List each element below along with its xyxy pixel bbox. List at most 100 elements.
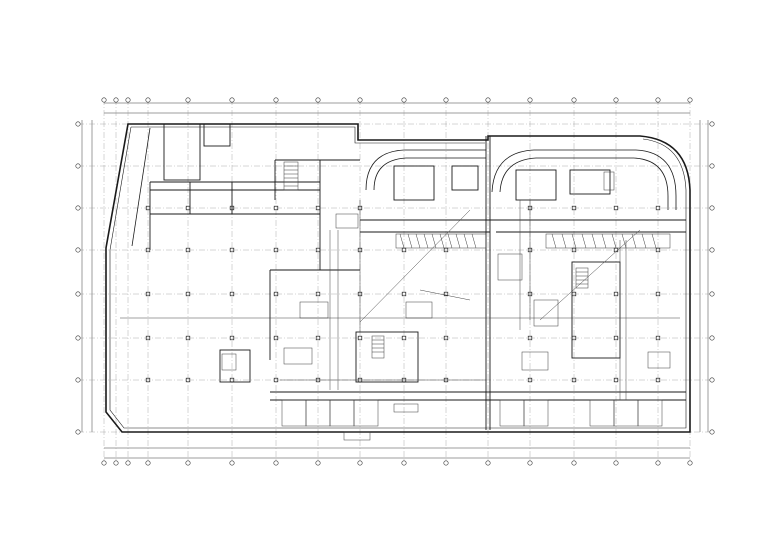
- grid-bubble-top: [655, 97, 661, 103]
- structural-column: [185, 335, 191, 341]
- grid-bubble-right: [709, 247, 715, 253]
- parking-bays: [281, 399, 663, 441]
- structural-column: [571, 247, 577, 253]
- grid-bubble-bottom: [273, 460, 279, 466]
- grid-bubble-bottom: [113, 460, 119, 466]
- grid-bubble-top: [145, 97, 151, 103]
- dimension-lines: [81, 102, 709, 459]
- grid-bubble-right: [709, 429, 715, 435]
- structural-column: [527, 205, 533, 211]
- grid-bubble-bottom: [613, 460, 619, 466]
- structural-column: [229, 247, 235, 253]
- grid-bubble-bottom: [571, 460, 577, 466]
- structural-column: [185, 247, 191, 253]
- grid-bubble-top: [101, 97, 107, 103]
- grid-bubble-top: [315, 97, 321, 103]
- structural-column: [315, 335, 321, 341]
- grid-bubble-left: [75, 205, 81, 211]
- grid-bubble-left: [75, 121, 81, 127]
- grid-bubble-top: [357, 97, 363, 103]
- structural-column: [273, 377, 279, 383]
- structural-column: [443, 335, 449, 341]
- structural-column: [229, 335, 235, 341]
- horizontal-grid-lines: [75, 121, 715, 435]
- structural-column: [185, 377, 191, 383]
- structural-column: [315, 291, 321, 297]
- grid-bubble-top: [185, 97, 191, 103]
- grid-bubble-top: [613, 97, 619, 103]
- structural-column: [357, 335, 363, 341]
- grid-bubble-bottom: [101, 460, 107, 466]
- structural-column: [527, 377, 533, 383]
- stair-cores: [221, 161, 615, 371]
- structural-column: [527, 291, 533, 297]
- structural-column: [145, 291, 151, 297]
- grid-bubble-top: [485, 97, 491, 103]
- structural-column: [443, 377, 449, 383]
- structural-column: [185, 291, 191, 297]
- grid-bubble-bottom: [655, 460, 661, 466]
- structural-column: [613, 247, 619, 253]
- structural-column: [145, 335, 151, 341]
- grid-bubble-right: [709, 335, 715, 341]
- structural-column: [613, 205, 619, 211]
- structural-column: [655, 247, 661, 253]
- structural-column: [185, 205, 191, 211]
- service-lines: [120, 200, 680, 400]
- grid-bubble-top: [113, 97, 119, 103]
- grid-bubble-bottom: [125, 460, 131, 466]
- structural-column: [357, 247, 363, 253]
- structural-columns: [145, 205, 661, 383]
- grid-bubble-left: [75, 291, 81, 297]
- structural-column: [527, 247, 533, 253]
- grid-bubble-bottom: [229, 460, 235, 466]
- structural-column: [613, 291, 619, 297]
- grid-bubble-left: [75, 163, 81, 169]
- grid-bubble-top: [401, 97, 407, 103]
- structural-column: [401, 291, 407, 297]
- vertical-grid-lines: [101, 97, 693, 466]
- structural-column: [401, 247, 407, 253]
- annotation-tags: [283, 213, 671, 413]
- grid-bubble-bottom: [485, 460, 491, 466]
- structural-column: [443, 247, 449, 253]
- structural-column: [273, 335, 279, 341]
- structural-column: [357, 291, 363, 297]
- grid-bubble-top: [443, 97, 449, 103]
- structural-column: [655, 205, 661, 211]
- structural-column: [401, 377, 407, 383]
- structural-column: [571, 377, 577, 383]
- grid-bubble-bottom: [527, 460, 533, 466]
- grid-bubble-top: [125, 97, 131, 103]
- structural-column: [571, 335, 577, 341]
- grid-bubble-bottom: [687, 460, 693, 466]
- structural-column: [315, 377, 321, 383]
- structural-column: [613, 335, 619, 341]
- equipment-band: [395, 233, 671, 249]
- structural-column: [229, 205, 235, 211]
- grid-bubble-top: [527, 97, 533, 103]
- grid-bubble-right: [709, 291, 715, 297]
- grid-bubble-right: [709, 205, 715, 211]
- structural-column: [655, 335, 661, 341]
- structural-column: [613, 377, 619, 383]
- structural-column: [357, 205, 363, 211]
- grid-bubble-right: [709, 377, 715, 383]
- grid-bubble-right: [709, 121, 715, 127]
- structural-column: [145, 377, 151, 383]
- grid-bubble-right: [709, 163, 715, 169]
- structural-column: [273, 205, 279, 211]
- structural-column: [315, 247, 321, 253]
- grid-bubble-bottom: [357, 460, 363, 466]
- structural-column: [145, 205, 151, 211]
- grid-bubble-left: [75, 377, 81, 383]
- structural-column: [273, 247, 279, 253]
- grid-bubble-top: [687, 97, 693, 103]
- building-outline: [105, 123, 691, 433]
- room-partitions: [149, 123, 686, 430]
- structural-column: [401, 335, 407, 341]
- grid-bubble-bottom: [185, 460, 191, 466]
- grid-bubble-left: [75, 247, 81, 253]
- structural-column: [571, 205, 577, 211]
